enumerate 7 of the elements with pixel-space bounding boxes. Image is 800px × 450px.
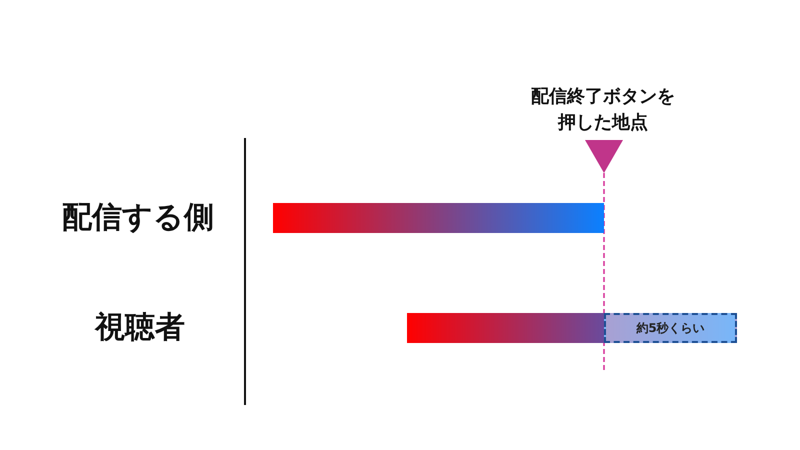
gradient-bar (407, 313, 604, 343)
dashed-bar (604, 313, 737, 343)
gradient-bar (273, 203, 604, 233)
duration-label: 約5秒くらい (636, 320, 705, 336)
row-label: 視聴者 (95, 310, 185, 346)
row-label: 配信する側 (62, 200, 214, 236)
marker-label: 配信終了ボタンを押した地点 (530, 85, 676, 136)
